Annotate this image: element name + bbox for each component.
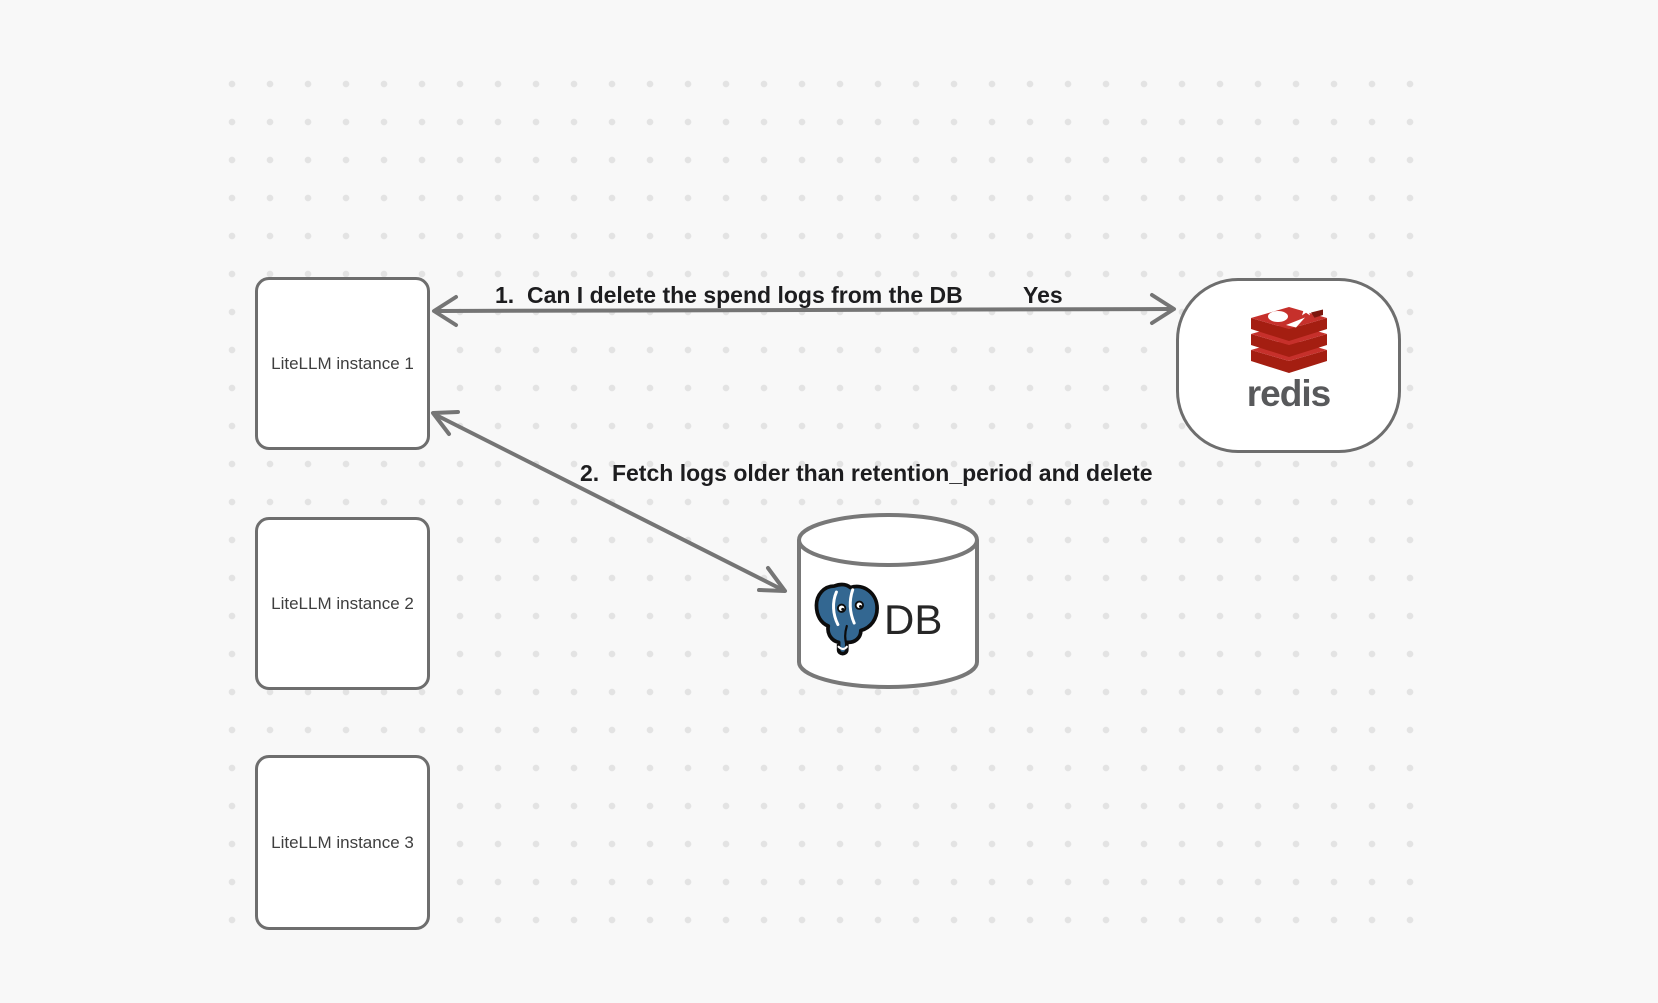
edge1-answer-label: Yes — [1023, 282, 1063, 308]
node-label: LiteLLM instance 3 — [271, 832, 414, 852]
node-redis[interactable]: redis — [1176, 278, 1401, 453]
node-litellm-instance-1[interactable]: LiteLLM instance 1 — [255, 277, 430, 450]
node-label: LiteLLM instance 2 — [271, 593, 414, 613]
edge-instance1-redis[interactable] — [432, 293, 1176, 327]
node-litellm-instance-2[interactable]: LiteLLM instance 2 — [255, 517, 430, 690]
db-label: DB — [884, 596, 943, 643]
node-label: LiteLLM instance 1 — [271, 353, 414, 373]
edge2-label: 2. Fetch logs older than retention_perio… — [580, 460, 1153, 486]
edge1-question-label: 1. Can I delete the spend logs from the … — [495, 282, 963, 308]
postgresql-elephant-icon — [814, 582, 879, 656]
node-litellm-instance-3[interactable]: LiteLLM instance 3 — [255, 755, 430, 930]
node-db[interactable]: DB — [796, 512, 980, 692]
redis-wordmark: redis — [1246, 373, 1331, 414]
database-cylinder-icon — [797, 513, 979, 689]
edge-instance1-db[interactable] — [431, 410, 787, 593]
redis-stack-icon — [1251, 305, 1327, 373]
